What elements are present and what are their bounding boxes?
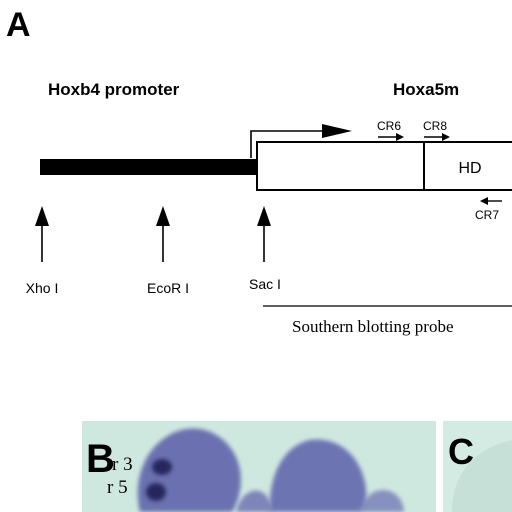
rhombomere-3-label: r 3 (112, 454, 133, 475)
primer-cr8-label: CR8 (423, 119, 447, 133)
primer-cr6-label: CR6 (377, 119, 401, 133)
panel-a-label: A (6, 6, 31, 44)
embryo-right-head (269, 439, 367, 512)
panel-b-label: B (86, 437, 115, 481)
sac-site-arrow (257, 206, 271, 262)
primer-cr6-arrow (378, 133, 404, 141)
gene-box (256, 141, 512, 191)
promoter-label: Hoxb4 promoter (48, 80, 180, 99)
primer-cr7-label: CR7 (475, 208, 499, 222)
xho-site-arrow (35, 206, 49, 262)
xho-site-label: Xho I (26, 280, 59, 296)
primer-cr8-arrow (424, 133, 450, 141)
panel-b-photo: B r 3 r 5 (82, 421, 436, 512)
r5-stain (146, 483, 166, 501)
probe-label: Southern blotting probe (292, 317, 453, 336)
promoter-bar (40, 159, 258, 175)
rhombomere-5-label: r 5 (107, 477, 128, 498)
panel-c-embryo (452, 440, 512, 512)
homeodomain-label: HD (458, 160, 481, 177)
r3-stain (152, 459, 172, 475)
transcription-start-arrow (250, 124, 352, 158)
ecor-site-label: EcoR I (147, 280, 189, 296)
embryo-neck (236, 490, 272, 512)
panel-c-photo: C (443, 421, 512, 512)
panel-c-label: C (448, 431, 474, 472)
gene-label: Hoxa5m (393, 80, 459, 99)
ecor-site-arrow (156, 206, 170, 262)
primer-cr7-arrow (480, 197, 502, 205)
sac-site-label: Sac I (249, 276, 281, 292)
embryo-right-lobe (360, 490, 404, 512)
